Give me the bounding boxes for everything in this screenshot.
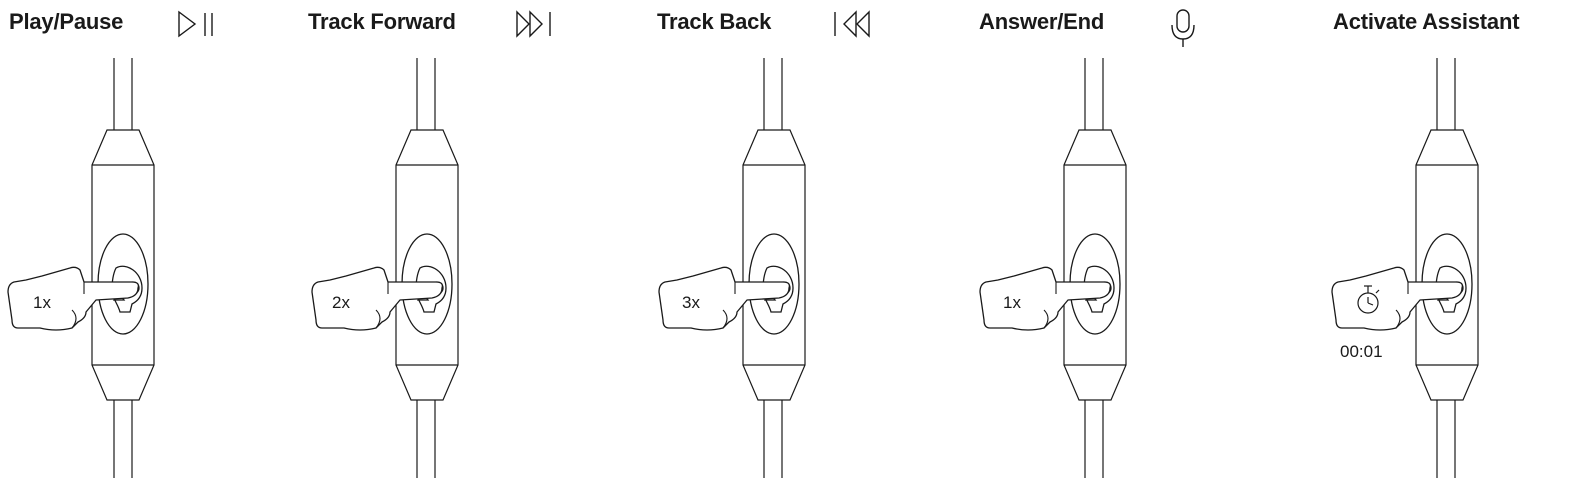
track-forward-icon xyxy=(516,9,556,39)
play-pause-icon xyxy=(178,9,218,39)
cable-bottom xyxy=(114,400,132,478)
press-count-label: 1x xyxy=(1003,293,1021,312)
panel-answer-end: Answer/End xyxy=(960,0,1290,491)
remote-illustration xyxy=(1290,0,1575,491)
hand-pointer-icon xyxy=(1332,267,1462,330)
panel-activate-assistant: Activate Assistant xyxy=(1290,0,1575,491)
hold-duration-label: 00:01 xyxy=(1340,342,1383,361)
panel-title: Answer/End xyxy=(979,9,1105,34)
remote-illustration xyxy=(960,0,1290,491)
press-count-label: 1x xyxy=(33,293,51,312)
hand-pointer-icon xyxy=(8,267,138,330)
panel-title: Track Forward xyxy=(308,9,456,34)
hand-pointer-icon xyxy=(659,267,789,330)
track-back-icon xyxy=(830,9,870,39)
remote-illustration xyxy=(630,0,960,491)
remote-illustration xyxy=(0,0,300,491)
press-count-label: 2x xyxy=(332,293,350,312)
panel-track-forward: Track Forward xyxy=(300,0,630,491)
microphone-icon xyxy=(1168,9,1198,49)
panel-title: Play/Pause xyxy=(9,9,124,34)
hand-pointer-icon xyxy=(980,267,1110,330)
stopwatch-icon xyxy=(1358,286,1379,313)
panel-track-back: Track Back xyxy=(630,0,960,491)
press-count-label: 3x xyxy=(682,293,700,312)
hand-pointer-icon xyxy=(312,267,442,330)
remote-illustration xyxy=(300,0,630,491)
panel-title: Track Back xyxy=(657,9,772,34)
panel-title: Activate Assistant xyxy=(1333,9,1520,34)
panel-play-pause: Play/Pause xyxy=(0,0,300,491)
cable-top xyxy=(114,58,132,130)
